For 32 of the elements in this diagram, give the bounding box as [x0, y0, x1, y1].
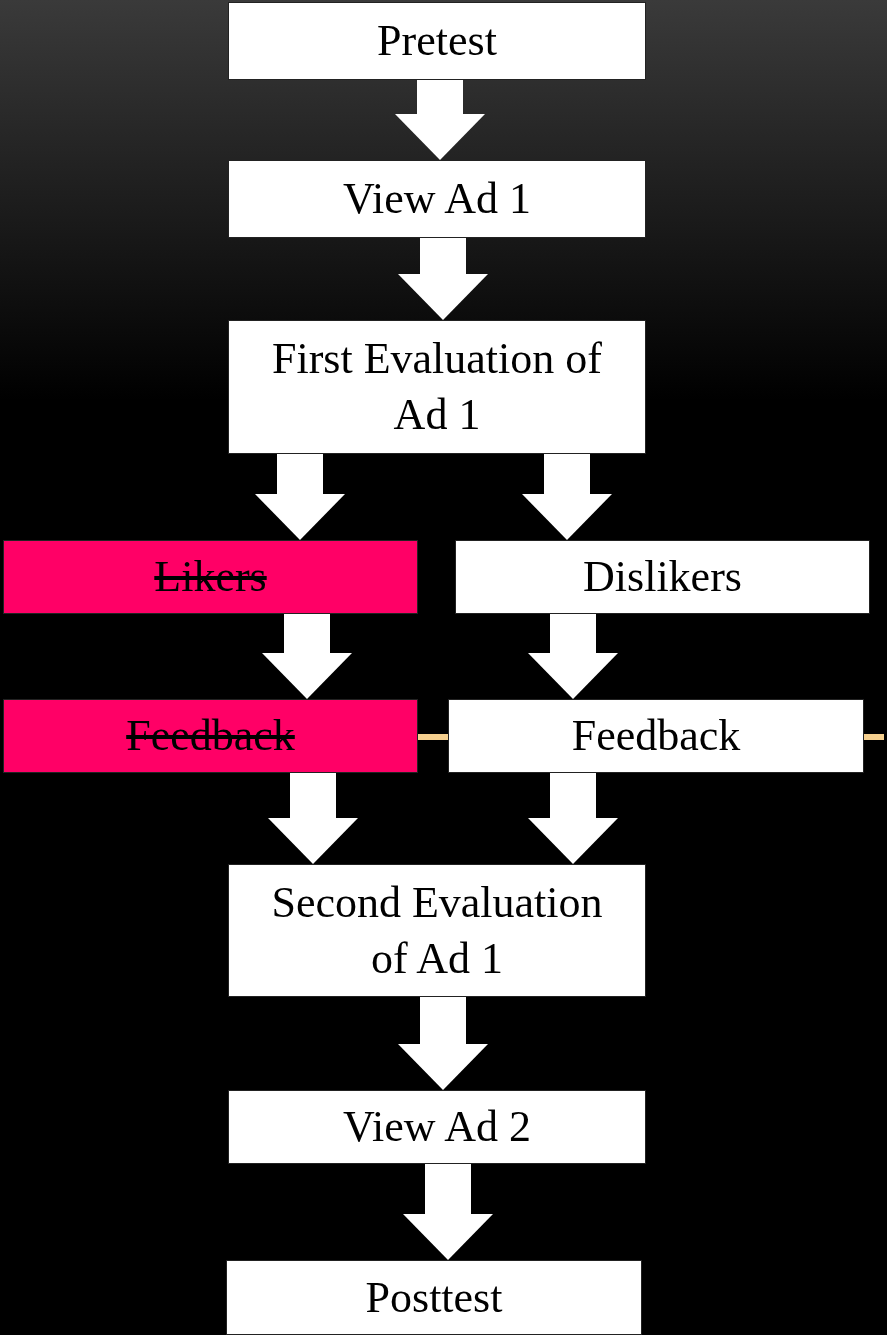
box-label: Dislikers: [583, 551, 742, 603]
process-box: [228, 864, 646, 997]
box-label: Feedback: [571, 710, 741, 762]
block-arrow: [398, 238, 488, 320]
connector-line: [864, 734, 884, 740]
block-arrow: [255, 454, 345, 540]
block-arrow: [522, 454, 612, 540]
process-box: [228, 2, 646, 80]
block-arrow: [395, 80, 485, 160]
block-arrow: [403, 1164, 493, 1260]
block-arrow: [528, 614, 618, 699]
box-label: Pretest: [377, 15, 497, 67]
connector-line: [418, 734, 448, 740]
box-label: First Evaluation of Ad 1: [271, 333, 603, 441]
process-box: [228, 1090, 646, 1164]
block-arrow: [268, 773, 358, 864]
block-arrow: [262, 614, 352, 699]
process-box: [228, 320, 646, 454]
block-arrow: [528, 773, 618, 864]
block-arrow: [398, 997, 488, 1090]
process-box: [228, 160, 646, 238]
box-label: View Ad 2: [343, 1101, 531, 1153]
process-box: [448, 699, 864, 773]
process-box: [455, 540, 870, 614]
box-label: Feedback: [126, 710, 295, 762]
box-label: Likers: [154, 551, 267, 603]
process-box: [226, 1260, 642, 1335]
box-label: View Ad 1: [343, 173, 531, 225]
box-label: Second Evaluation of Ad 1: [270, 876, 604, 985]
process-box: [3, 540, 418, 614]
box-label: Posttest: [365, 1271, 503, 1324]
process-box: [3, 699, 418, 773]
